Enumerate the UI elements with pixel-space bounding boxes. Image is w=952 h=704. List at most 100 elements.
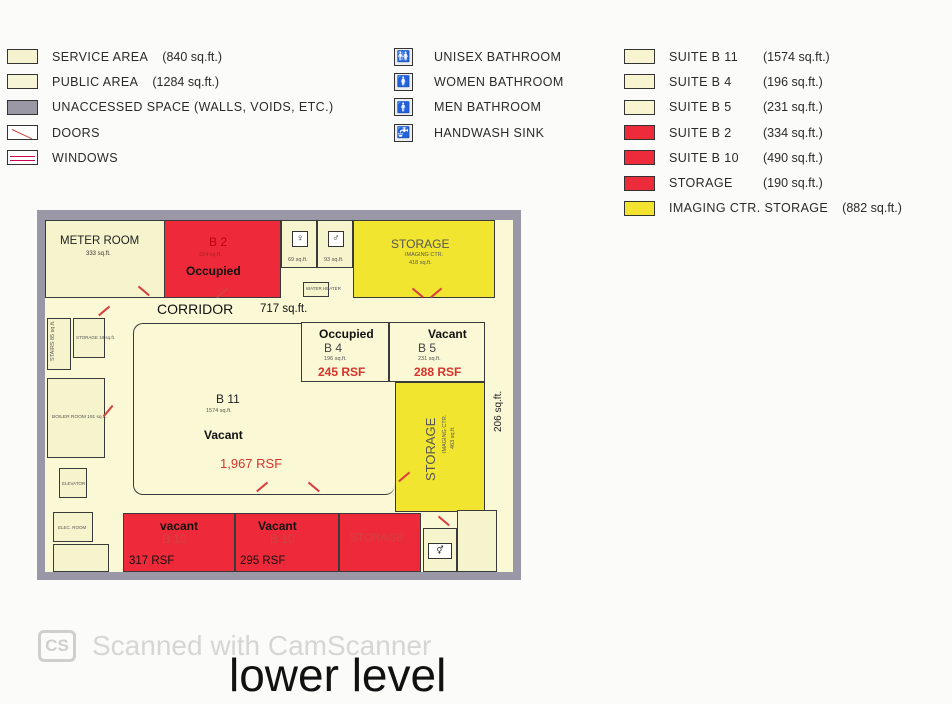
storage-right-label: STORAGE (423, 417, 438, 481)
legend-item: STORAGE (190 sq.ft.) (624, 170, 902, 195)
bathroom-bottom-right: ⚥ (423, 528, 457, 572)
suite-b2-status: Occupied (186, 264, 241, 278)
legend-label: SUITE B 10 (669, 150, 739, 165)
storage-right: STORAGE IMAGING CTR. 463 sq.ft. (395, 382, 485, 512)
meter-room-label: METER ROOM (60, 235, 140, 247)
floor-plan: METER ROOM 333 sq.ft. B 2 334 sq.ft. Occ… (37, 210, 521, 580)
stairs-right (457, 510, 497, 572)
men-bathroom-icon: ♂ (328, 231, 344, 247)
handwash-sink-icon: 🚰 (394, 123, 413, 142)
suite-b10b-status: Vacant (258, 519, 297, 533)
legend-item: 🚺 WOMEN BATHROOM (390, 69, 564, 94)
legend-item: SUITE B 10 (490 sq.ft.) (624, 145, 902, 170)
legend-item: SUITE B 5(231 sq.ft.) (624, 95, 902, 120)
storage-top-label: STORAGE (391, 237, 450, 251)
suite-b11-rsf: 1,967 RSF (220, 456, 283, 471)
legend-label: PUBLIC AREA (52, 74, 139, 89)
legend-area: (334 sq.ft.) (763, 125, 823, 140)
elevator: ELEVATOR (59, 468, 87, 498)
elec-room: ELEC. ROOM (53, 512, 93, 542)
suite-b5-rsf: 288 RSF (414, 365, 462, 379)
legend-area: (1574 sq.ft.) (763, 49, 830, 64)
men-bathroom-icon: 🚹 (394, 98, 413, 117)
storage-bottom-label: STORAGE (350, 532, 404, 544)
camscanner-watermark: CS Scanned with CamScanner (38, 630, 431, 662)
unisex-bathroom-icon: 🚻 (394, 47, 413, 66)
legend-swatch (624, 49, 655, 65)
stairs-left: STAIRS 85 sq.ft. (47, 318, 71, 370)
suite-b11-status: Vacant (204, 428, 243, 442)
legend-label: HANDWASH SINK (434, 125, 545, 140)
legend-item: UNACCESSED SPACE (WALLS, VOIDS, ETC.) (7, 95, 334, 120)
suite-b10a-rsf: 317 RSF (129, 555, 175, 567)
suite-b5-status: Vacant (428, 327, 467, 341)
legend-label: UNACCESSED SPACE (WALLS, VOIDS, ETC.) (52, 100, 334, 115)
legend-swatch (624, 99, 655, 115)
meter-room: METER ROOM 333 sq.ft. (45, 220, 165, 298)
storage-bottom: STORAGE (339, 513, 421, 572)
boiler-room: BOILER ROOM 191 sq.ft. (47, 378, 107, 458)
bath2-area: 93 sq.ft. (324, 257, 344, 263)
watermark-text: Scanned with CamScanner (92, 630, 432, 661)
suite-b10a-status: vacant (160, 519, 199, 533)
legend-item: IMAGING CTR. STORAGE(882 sq.ft.) (624, 196, 902, 221)
storage-top: STORAGE IMAGING CTR. 418 sq.ft. (353, 220, 495, 298)
legend-swatch (624, 200, 655, 216)
bathroom-women: ♀ 69 sq.ft. (281, 220, 317, 268)
storage-top-sub: IMAGING CTR. (405, 252, 444, 258)
legend-item: 🚻UNISEX BATHROOM (390, 44, 564, 69)
suite-b10a-name: B 10 (162, 532, 187, 546)
legend-item: 🚰 HANDWASH SINK (390, 120, 564, 145)
water-heater-label: WATER HEATER (306, 286, 341, 291)
legend-item: SUITE B 11(1574 sq.ft.) (624, 44, 902, 69)
suite-b4-rsf: 245 RSF (318, 365, 366, 379)
legend-label: WOMEN BATHROOM (434, 74, 564, 89)
legend-label: SUITE B 4 (669, 74, 732, 89)
legend-area: (490 sq.ft.) (763, 150, 823, 165)
suite-b5: Vacant B 5 231 sq.ft. 288 RSF (389, 322, 485, 382)
women-bathroom-icon: ♀ (292, 231, 308, 247)
legend-area-types: SERVICE AREA (840 sq.ft.) PUBLIC AREA(1284… (7, 44, 334, 170)
legend-area: (196 sq.ft.) (763, 74, 823, 89)
level-title: lower level (229, 649, 447, 701)
suite-b2: B 2 334 sq.ft. Occupied (164, 220, 281, 298)
suite-b10-b: Vacant B 10 295 RSF (235, 513, 339, 572)
bathroom-men: ♂ 93 sq.ft. (317, 220, 353, 268)
legend-area: (231 sq.ft.) (763, 100, 823, 115)
legend-bathrooms: 🚻UNISEX BATHROOM 🚺 WOMEN BATHROOM 🚹MEN BATH… (390, 44, 564, 145)
storage-right-area: 463 sq.ft. (450, 426, 456, 449)
suite-b11-name: B 11 (216, 392, 240, 406)
legend-label: SERVICE AREA (52, 49, 149, 64)
suite-b2-name: B 2 (209, 235, 228, 249)
corridor-area: 717 sq.ft. (260, 303, 308, 315)
legend-area: (840 sq.ft.) (162, 49, 223, 64)
suite-b4-status: Occupied (319, 327, 374, 341)
legend-swatch (7, 49, 38, 65)
suite-b10b-rsf: 295 RSF (240, 555, 286, 567)
legend-label: STORAGE (669, 176, 733, 191)
camscanner-logo: CS (38, 630, 76, 662)
suite-b4-area: 196 sq.ft. (324, 356, 347, 362)
legend-swatch (624, 175, 655, 191)
legend-area: (190 sq.ft.) (763, 176, 823, 191)
legend-item: DOORS (7, 120, 334, 145)
legend-swatch (7, 150, 38, 166)
closet-bottom-left (53, 544, 109, 572)
bath1-area: 69 sq.ft. (288, 257, 308, 263)
legend-swatch (7, 99, 38, 115)
legend-area: (882 sq.ft.) (842, 201, 902, 216)
legend-swatch (7, 74, 38, 90)
legend-label: WINDOWS (52, 150, 118, 165)
legend-item: PUBLIC AREA(1284 sq.ft.) (7, 69, 334, 94)
corridor-label: CORRIDOR (157, 301, 234, 317)
legend-item: SERVICE AREA (840 sq.ft.) (7, 44, 334, 69)
stairs-label: STAIRS 85 sq.ft. (50, 320, 56, 361)
legend-label: SUITE B 2 (669, 125, 732, 140)
elevator-label: ELEVATOR (62, 481, 86, 486)
legend-item: 🚹MEN BATHROOM (390, 95, 564, 120)
legend-swatch (624, 150, 655, 166)
women-bathroom-icon: 🚺 (394, 72, 413, 91)
suite-b11-area: 1574 sq.ft. (206, 408, 232, 414)
legend-label: DOORS (52, 125, 100, 140)
elec-room-label: ELEC. ROOM (58, 525, 87, 530)
